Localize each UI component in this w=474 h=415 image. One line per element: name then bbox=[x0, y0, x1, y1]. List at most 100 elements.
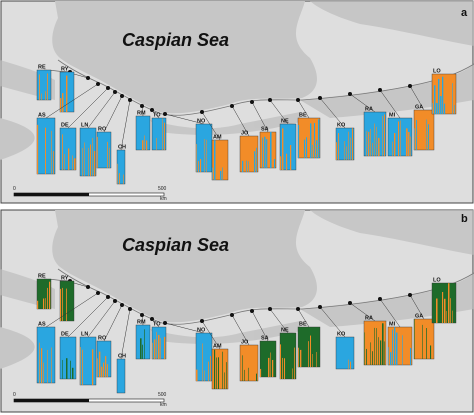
admixture-stripe bbox=[396, 332, 398, 365]
sampling-site-dot bbox=[113, 299, 117, 303]
admixture-stripe bbox=[222, 351, 223, 389]
population-code: RA bbox=[365, 107, 373, 113]
scale-zero: 0 bbox=[13, 392, 16, 398]
admixture-stripe bbox=[372, 142, 373, 156]
admixture-stripe bbox=[380, 340, 382, 365]
population-ga: GA bbox=[408, 293, 435, 360]
scale-unit: km bbox=[160, 402, 167, 408]
population-code: AS bbox=[38, 322, 46, 328]
admixture-bar bbox=[297, 326, 321, 368]
admixture-stripe bbox=[97, 358, 98, 377]
admixture-stripe bbox=[350, 361, 351, 369]
admixture-stripe bbox=[160, 338, 161, 359]
connector-line bbox=[251, 101, 269, 133]
admixture-stripe bbox=[144, 329, 145, 359]
admixture-stripe bbox=[202, 343, 203, 381]
sampling-site-dot bbox=[318, 96, 322, 100]
admixture-stripe bbox=[226, 362, 227, 389]
connector-line bbox=[297, 308, 310, 328]
connector-line bbox=[120, 99, 131, 151]
admixture-stripe bbox=[84, 142, 85, 176]
population-no: NO bbox=[163, 321, 213, 382]
population-code: TO bbox=[153, 113, 161, 119]
population-code: KO bbox=[337, 123, 346, 129]
admixture-stripe bbox=[454, 104, 455, 114]
admixture-stripe bbox=[274, 159, 276, 168]
sampling-site-dot bbox=[106, 86, 110, 90]
admixture-stripe bbox=[72, 155, 73, 170]
population-code: RE bbox=[38, 65, 46, 71]
admixture-stripe bbox=[428, 124, 429, 150]
connector-line bbox=[379, 298, 401, 328]
admixture-stripe bbox=[366, 130, 367, 156]
population-lo: LO bbox=[431, 69, 457, 115]
admixture-stripe bbox=[82, 148, 83, 176]
caspian-sea bbox=[52, 210, 317, 323]
admixture-stripe bbox=[214, 140, 216, 180]
admixture-stripe bbox=[49, 281, 51, 309]
population-code: CH bbox=[118, 145, 126, 151]
admixture-stripe bbox=[41, 348, 43, 383]
population-rm: RM bbox=[135, 104, 151, 151]
admixture-stripe bbox=[39, 74, 40, 100]
admixture-stripe bbox=[384, 341, 385, 365]
admixture-stripe bbox=[336, 142, 337, 160]
admixture-stripe bbox=[43, 298, 45, 309]
panel-letter: a bbox=[461, 7, 468, 19]
population-rm: RM bbox=[135, 313, 151, 360]
admixture-stripe bbox=[372, 351, 373, 365]
admixture-stripe bbox=[123, 174, 124, 184]
connector-line bbox=[319, 97, 346, 129]
admixture-bar bbox=[239, 135, 259, 173]
admixture-stripe bbox=[414, 319, 415, 359]
admixture-stripe bbox=[282, 128, 284, 170]
population-code: SA bbox=[261, 127, 269, 133]
admixture-stripe bbox=[103, 362, 105, 377]
population-am: AM bbox=[200, 110, 229, 181]
admixture-stripe bbox=[107, 141, 108, 168]
admixture-stripe bbox=[352, 128, 353, 160]
sampling-site-dot bbox=[128, 98, 132, 102]
admixture-stripe bbox=[422, 324, 423, 359]
admixture-stripe bbox=[436, 298, 438, 323]
sampling-site-dot bbox=[250, 100, 254, 104]
admixture-stripe bbox=[53, 151, 54, 174]
admixture-stripe bbox=[70, 360, 71, 379]
population-code: BE bbox=[299, 113, 307, 119]
population-lo: LO bbox=[431, 278, 457, 324]
sampling-site-dot bbox=[106, 295, 110, 299]
admixture-stripe bbox=[282, 357, 283, 379]
admixture-stripe bbox=[388, 347, 389, 365]
admixture-stripe bbox=[410, 136, 411, 156]
admixture-stripe bbox=[60, 288, 62, 321]
population-code: GA bbox=[415, 314, 423, 320]
admixture-stripe bbox=[370, 342, 371, 365]
population-code: BE bbox=[299, 322, 307, 328]
admixture-stripe bbox=[154, 339, 156, 359]
admixture-stripe bbox=[242, 160, 244, 172]
sampling-site-dot bbox=[96, 82, 100, 86]
admixture-stripe bbox=[400, 120, 401, 156]
admixture-bar bbox=[335, 336, 355, 370]
connector-line bbox=[164, 322, 205, 334]
admixture-stripe bbox=[298, 347, 299, 367]
admixture-stripe bbox=[426, 327, 427, 359]
population-ln: LN bbox=[79, 90, 117, 177]
population-code: MI bbox=[389, 322, 396, 328]
admixture-bar bbox=[116, 358, 126, 394]
admixture-stripe bbox=[80, 347, 81, 385]
admixture-stripe bbox=[198, 161, 199, 172]
sampling-site-dot bbox=[128, 307, 132, 311]
admixture-stripe bbox=[109, 147, 110, 168]
population-code: AM bbox=[213, 344, 222, 350]
connector-line bbox=[349, 93, 376, 113]
admixture-stripe bbox=[270, 132, 272, 168]
sampling-site-dot bbox=[296, 98, 300, 102]
connector-line bbox=[379, 89, 401, 119]
admixture-stripe bbox=[162, 118, 163, 150]
admixture-stripe bbox=[394, 327, 396, 365]
admixture-stripe bbox=[264, 136, 266, 168]
admixture-stripe bbox=[142, 140, 144, 150]
